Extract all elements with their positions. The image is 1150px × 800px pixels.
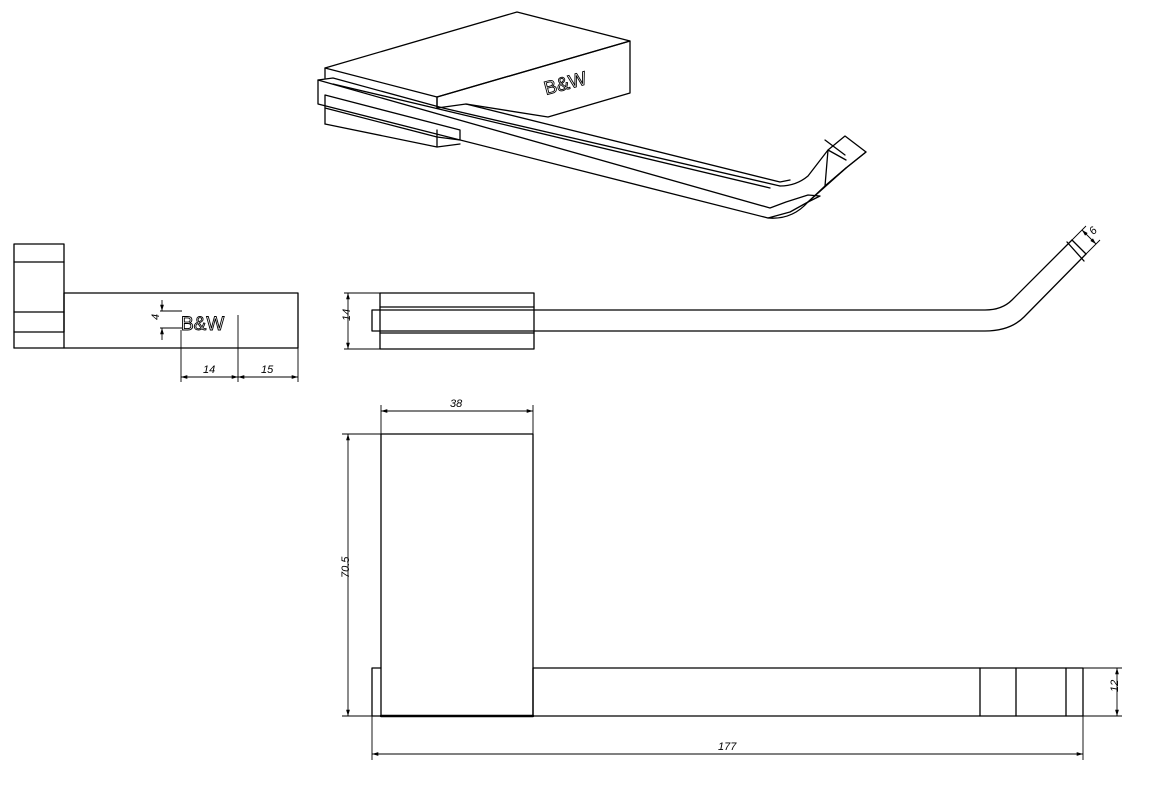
dim-arm-thickness: 6	[1087, 224, 1100, 237]
logo-iso: B&W	[542, 68, 589, 100]
dim-arm-height: 12	[1109, 680, 1121, 692]
dim-logo-offset-2: 15	[261, 364, 274, 376]
dim-plate-width: 38	[450, 398, 463, 410]
front-view: 14 6	[341, 224, 1100, 350]
top-view: 38 70.5 12 177	[340, 398, 1122, 760]
logo-side: B&W	[181, 314, 224, 335]
isometric-view: B&W	[317, 11, 867, 219]
side-view-left: B&W 4 14 15	[13, 243, 299, 382]
dim-logo-height: 4	[150, 314, 162, 320]
dim-total-length: 177	[718, 741, 737, 753]
dim-plate-height: 70.5	[340, 556, 352, 578]
dim-logo-offset-1: 14	[203, 364, 215, 376]
dim-plate-thickness: 14	[341, 309, 353, 321]
